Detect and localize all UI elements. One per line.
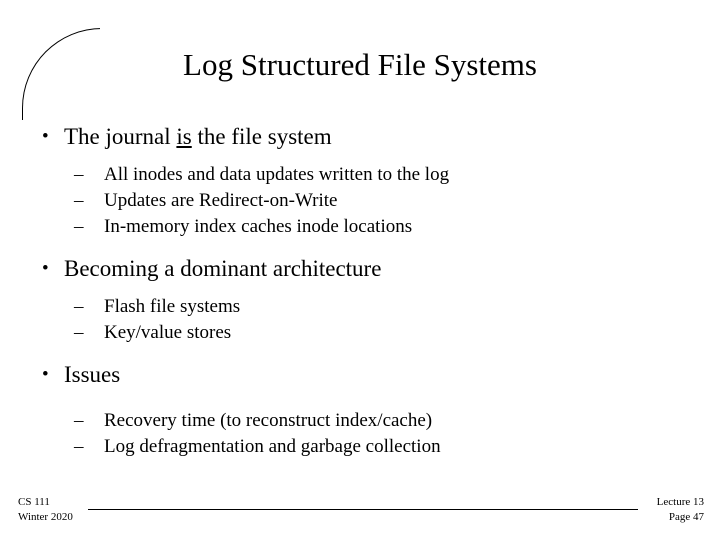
bullet-glyph: • [42,364,49,385]
bullet-level1-dominant-architecture: • Becoming a dominant architecture [28,254,700,284]
dash-glyph: – [74,164,84,185]
bullet-text: Log defragmentation and garbage collecti… [104,436,441,457]
spacer [28,240,700,254]
dash-glyph: – [74,410,84,431]
bullet-level2-log-defragmentation: –Log defragmentation and garbage collect… [28,434,700,460]
spacer [28,154,700,162]
frame-top-mask [100,20,720,36]
bullet-text: Flash file systems [104,296,241,317]
bullet-level1-issues: • Issues [28,360,700,390]
bullet-text-underline: is [176,124,192,149]
bullet-text-before: The journal [64,124,177,149]
bullet-level2-key-value-stores: –Key/value stores [28,320,700,346]
bullet-level1-journal: • The journal is the file system [28,122,700,152]
bullet-text: Key/value stores [104,322,232,343]
footer-lecture-info: Lecture 13 Page 47 [657,495,704,525]
bullet-text: Updates are Redirect-on-Write [104,190,338,211]
footer-lecture: Lecture 13 [656,496,704,508]
spacer [28,346,700,360]
slide-body: •The journal is the file system –All ino… [28,122,700,460]
footer-page: Page 47 [668,511,704,523]
bullet-level2-flash-file-systems: –Flash file systems [28,294,700,320]
frame-left-mask [12,120,34,540]
bullet-glyph: • [42,258,49,279]
footer-term: Winter 2020 [18,511,73,523]
bullet-level2-in-memory-index: –In-memory index caches inode locations [28,214,700,240]
bullet-text: All inodes and data updates written to t… [104,164,450,185]
dash-glyph: – [74,322,84,343]
spacer [28,392,700,408]
dash-glyph: – [74,190,84,211]
bullet-text: Becoming a dominant architecture [64,256,382,281]
bullet-text: Recovery time (to reconstruct index/cach… [104,410,433,431]
bullet-text: Issues [64,362,121,387]
bullet-level2-inodes: –All inodes and data updates written to … [28,162,700,188]
footer-course: CS 111 [18,496,50,508]
bullet-text: In-memory index caches inode locations [104,216,413,237]
bullet-level2-recovery-time: –Recovery time (to reconstruct index/cac… [28,408,700,434]
slide-title: Log Structured File Systems [183,47,537,82]
bullet-level2-redirect-on-write: –Updates are Redirect-on-Write [28,188,700,214]
footer-course-info: CS 111 Winter 2020 [18,495,73,525]
footer-divider [88,509,638,510]
spacer [28,286,700,294]
bullet-glyph: • [42,126,49,147]
dash-glyph: – [74,216,84,237]
dash-glyph: – [74,436,84,457]
bullet-text-after: the file system [191,124,332,149]
dash-glyph: – [74,296,84,317]
